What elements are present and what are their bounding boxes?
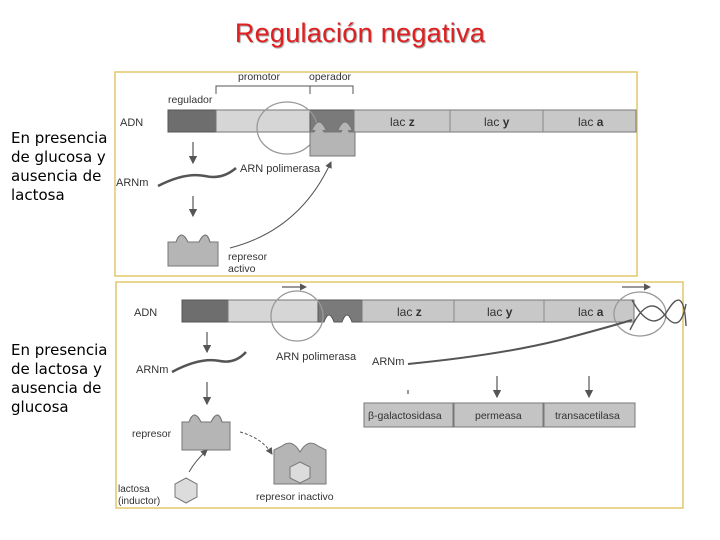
caption-line: En presencia xyxy=(11,341,108,359)
caption-line: ausencia de xyxy=(11,167,102,185)
polycistronic-mrna xyxy=(407,319,633,365)
panel-glucose-present: promotor operador regulador ADN lac z la… xyxy=(114,71,638,277)
repressor-arms xyxy=(311,121,353,131)
bound-inducer xyxy=(289,461,311,484)
caption-line: de lactosa y xyxy=(11,360,102,378)
rna-polymerase xyxy=(270,290,324,342)
regulator-label: regulador xyxy=(168,94,213,106)
caption-line: En presencia xyxy=(11,129,108,147)
rna-polymerase-label: ARN polimerasa xyxy=(276,351,357,363)
promoter-label: promotor xyxy=(238,71,281,83)
protein-label: permeasa xyxy=(475,410,522,422)
lactose-inducer xyxy=(174,477,198,504)
repressor-binding-arrow xyxy=(229,161,332,249)
structural-genes xyxy=(353,109,637,133)
lactose-label: lactosa(inductor) xyxy=(118,484,160,507)
protein-label: transacetilasa xyxy=(555,410,620,422)
gene-laca: lac a xyxy=(578,115,604,129)
slide-title: Regulación negativa xyxy=(234,18,486,48)
gene-lacy: lac y xyxy=(487,305,513,319)
caption-line: ausencia de xyxy=(11,379,102,397)
regulator-gene xyxy=(181,299,229,323)
gene-laca: lac a xyxy=(578,305,604,319)
caption-line: lactosa xyxy=(11,186,65,204)
inactive-repressor-label: represor inactivo xyxy=(256,491,334,503)
free-operator xyxy=(317,299,363,323)
gene-lacz: lac z xyxy=(397,305,422,319)
gene-lacz: lac z xyxy=(390,115,415,129)
caption-line: glucosa xyxy=(11,398,69,416)
scenario2-caption: En presencia de lactosa y ausencia de gl… xyxy=(11,341,111,417)
regulator-gene xyxy=(167,109,217,133)
protein-beta-galactosidase xyxy=(363,402,454,428)
dna-unwinding xyxy=(631,299,687,327)
inactivation-arrow xyxy=(239,431,273,455)
operator-label: operador xyxy=(309,71,352,83)
gene-lacy: lac y xyxy=(484,115,510,129)
inducer-binding-arrow xyxy=(188,449,208,473)
mrna-strand xyxy=(157,167,237,188)
caption-line: de glucosa y xyxy=(11,148,106,166)
rna-polymerase-label: ARN polimerasa xyxy=(240,163,321,175)
dna-label: ADN xyxy=(120,117,143,129)
mrna-label: ARNm xyxy=(372,356,404,368)
repressor-binding-sites xyxy=(175,234,211,243)
mrna-label: ARNm xyxy=(136,364,168,376)
structural-genes xyxy=(361,299,635,323)
protein-permease xyxy=(453,402,544,428)
repressor-label: represor xyxy=(132,428,172,440)
mrna-strand xyxy=(171,351,247,374)
mrna-label: ARNm xyxy=(116,177,148,189)
promoter-segment xyxy=(227,299,319,323)
protein-transacetylase xyxy=(543,402,636,428)
promoter-bracket xyxy=(215,85,354,94)
panel-lactose-present: ADN lac z lac y lac a ARNm ARN polimeras… xyxy=(115,281,687,509)
repressor-binding-sites xyxy=(188,414,223,423)
protein-label: β-galactosidasa xyxy=(368,410,442,422)
scenario1-caption: En presencia de glucosa y ausencia de la… xyxy=(11,129,111,205)
dna-label: ADN xyxy=(134,307,157,319)
